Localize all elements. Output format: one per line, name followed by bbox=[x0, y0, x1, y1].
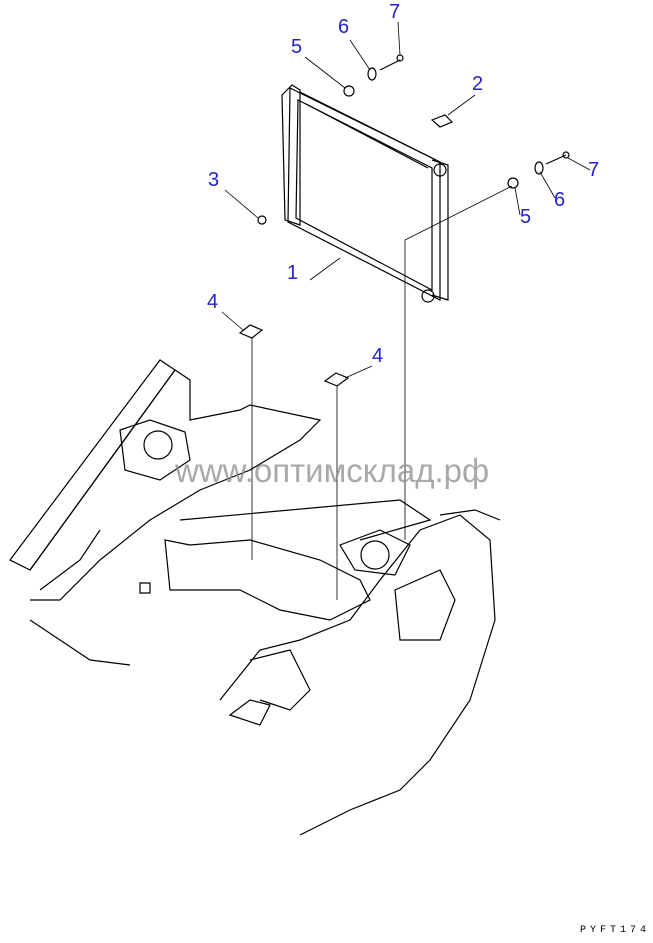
radiator-part-1 bbox=[281, 84, 449, 303]
watermark: www.оптимсклад.рф bbox=[175, 452, 490, 489]
machine-frame bbox=[9, 359, 501, 836]
callout-4-right: 4 bbox=[372, 345, 384, 367]
callout-5-right: 5 bbox=[520, 206, 532, 228]
callout-7-top: 7 bbox=[389, 1, 401, 23]
callout-2: 2 bbox=[472, 73, 484, 95]
callout-6-right: 6 bbox=[554, 189, 566, 211]
drawing-code: PYFT174 bbox=[580, 925, 651, 936]
callout-1: 1 bbox=[287, 262, 299, 284]
callout-7-right: 7 bbox=[588, 159, 600, 181]
callout-5-top: 5 bbox=[291, 36, 303, 58]
callout-3: 3 bbox=[208, 169, 220, 191]
callout-4-left: 4 bbox=[207, 291, 219, 313]
callout-6-top: 6 bbox=[338, 16, 350, 38]
leader-lines bbox=[221, 21, 591, 600]
hardware-parts bbox=[238, 54, 570, 387]
